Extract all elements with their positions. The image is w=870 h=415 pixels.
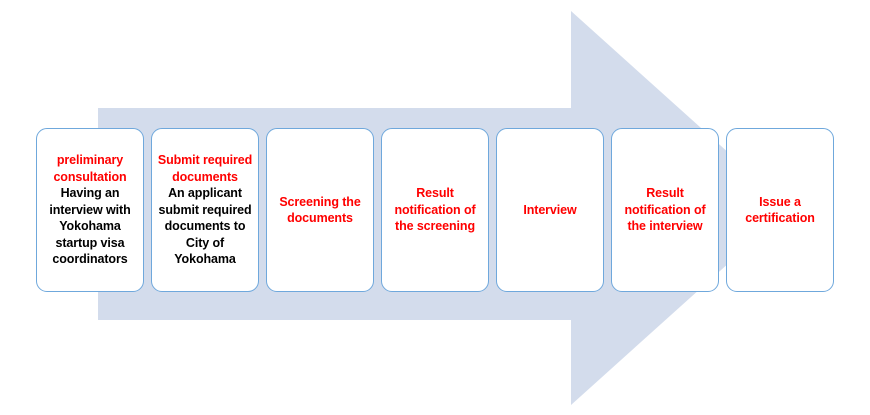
step-card-1-title: preliminary consultation — [53, 153, 127, 184]
step-card-4-title: Result notification of the screening — [394, 186, 476, 234]
step-card-7-title: Issue a certification — [745, 194, 815, 226]
step-card-1-body: Having an interview with Yokohama startu… — [49, 186, 131, 267]
step-card-6[interactable]: Result notification of the interview — [611, 128, 719, 292]
step-card-4[interactable]: Result notification of the screening — [381, 128, 489, 292]
step-card-2-body: An applicant submit required documents t… — [158, 186, 252, 267]
step-card-6-title: Result notification of the interview — [624, 186, 706, 234]
step-card-2[interactable]: Submit required documents An applicant s… — [151, 128, 259, 292]
step-card-7[interactable]: Issue a certification — [726, 128, 834, 292]
step-card-5-title: Interview — [523, 202, 577, 217]
step-card-2-title: Submit required documents — [157, 153, 253, 184]
step-card-3[interactable]: Screening the documents — [266, 128, 374, 292]
step-card-3-title: Screening the documents — [279, 194, 361, 226]
step-card-1[interactable]: preliminary consultation Having an inter… — [36, 128, 144, 292]
step-card-5[interactable]: Interview — [496, 128, 604, 292]
